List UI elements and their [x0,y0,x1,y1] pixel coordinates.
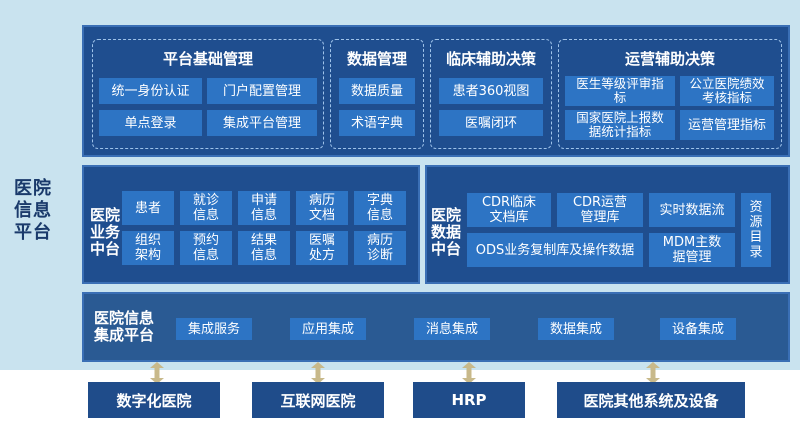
ops-decision-title: 运营辅助决策 [624,50,715,68]
chip-cdr-clinical: CDR临床文档库 [467,193,551,227]
data-center-panel: 医院数据中台 CDR临床文档库 CDR运营管理库 实时数据流 ODS业务复制库及… [425,165,790,284]
chip-realtime-stream: 实时数据流 [649,193,735,227]
hrp-box: HRP [413,382,525,418]
chip-doctor-grade: 医生等级评审指标 [565,76,675,106]
chip-integration-service: 集成服务 [176,318,252,340]
other-systems-box: 医院其他系统及设备 [557,382,745,418]
chip-national-report: 国家医院上报数据统计指标 [565,110,675,140]
chip-unified-auth: 统一身份认证 [99,78,202,104]
chip-dictionary-info: 字典信息 [354,191,406,225]
chip-patient-360: 患者360视图 [439,78,543,104]
double-arrow-icon [462,362,476,384]
chip-data-integration: 数据集成 [538,318,614,340]
chip-ops-indicators: 运营管理指标 [680,110,774,140]
integration-platform-panel: 医院信息集成平台 集成服务 应用集成 消息集成 数据集成 设备集成 [82,292,790,362]
chip-patient: 患者 [122,191,174,225]
chip-app-integration: 应用集成 [290,318,366,340]
chip-ods: ODS业务复制库及操作数据 [467,233,643,267]
chip-hospital-kpi: 公立医院绩效考核指标 [680,76,774,106]
chip-request-info: 申请信息 [238,191,290,225]
chip-order-prescription: 医嘱处方 [296,231,348,265]
double-arrow-icon [150,362,164,384]
integration-platform-title: 医院信息集成平台 [94,309,155,344]
chip-terminology: 术语字典 [339,110,415,136]
chip-data-quality: 数据质量 [339,78,415,104]
chip-mdm: MDM主数据管理 [649,233,735,267]
data-mgmt-group: 数据管理 数据质量 术语字典 [330,39,424,149]
platform-mgmt-title: 平台基础管理 [162,50,253,68]
ops-decision-group: 运营辅助决策 医生等级评审指标 公立医院绩效考核指标 国家医院上报数据统计指标 … [558,39,782,149]
chip-order-loop: 医嘱闭环 [439,110,543,136]
clinical-decision-group: 临床辅助决策 患者360视图 医嘱闭环 [430,39,552,149]
chip-organization: 组织架构 [122,231,174,265]
chip-device-integration: 设备集成 [660,318,736,340]
chip-medical-doc: 病历文档 [296,191,348,225]
chip-portal-config: 门户配置管理 [207,78,317,104]
hospital-info-platform-label: 医院 信息 平台 [14,178,52,243]
business-center-title: 医院业务中台 [90,206,121,258]
chip-cdr-ops: CDR运营管理库 [557,193,643,227]
chip-integration-mgmt: 集成平台管理 [207,110,317,136]
chip-sso: 单点登录 [99,110,202,136]
business-center-panel: 医院业务中台 患者 就诊信息 申请信息 病历文档 字典信息 组织架构 预约信息 … [82,165,420,284]
decision-management-panel: 平台基础管理 统一身份认证 门户配置管理 单点登录 集成平台管理 数据管理 数据… [82,25,790,157]
chip-message-integration: 消息集成 [414,318,490,340]
platform-mgmt-group: 平台基础管理 统一身份认证 门户配置管理 单点登录 集成平台管理 [92,39,324,149]
double-arrow-icon [311,362,325,384]
chip-resource-catalog: 资源目录 [741,193,771,267]
chip-result-info: 结果信息 [238,231,290,265]
chip-visit-info: 就诊信息 [180,191,232,225]
chip-medical-diagnosis: 病历诊断 [354,231,406,265]
chip-appointment-info: 预约信息 [180,231,232,265]
digital-hospital-box: 数字化医院 [88,382,220,418]
clinical-decision-title: 临床辅助决策 [445,50,536,68]
double-arrow-icon [646,362,660,384]
data-center-title: 医院数据中台 [431,206,462,258]
internet-hospital-box: 互联网医院 [252,382,384,418]
data-mgmt-title: 数据管理 [346,50,407,68]
